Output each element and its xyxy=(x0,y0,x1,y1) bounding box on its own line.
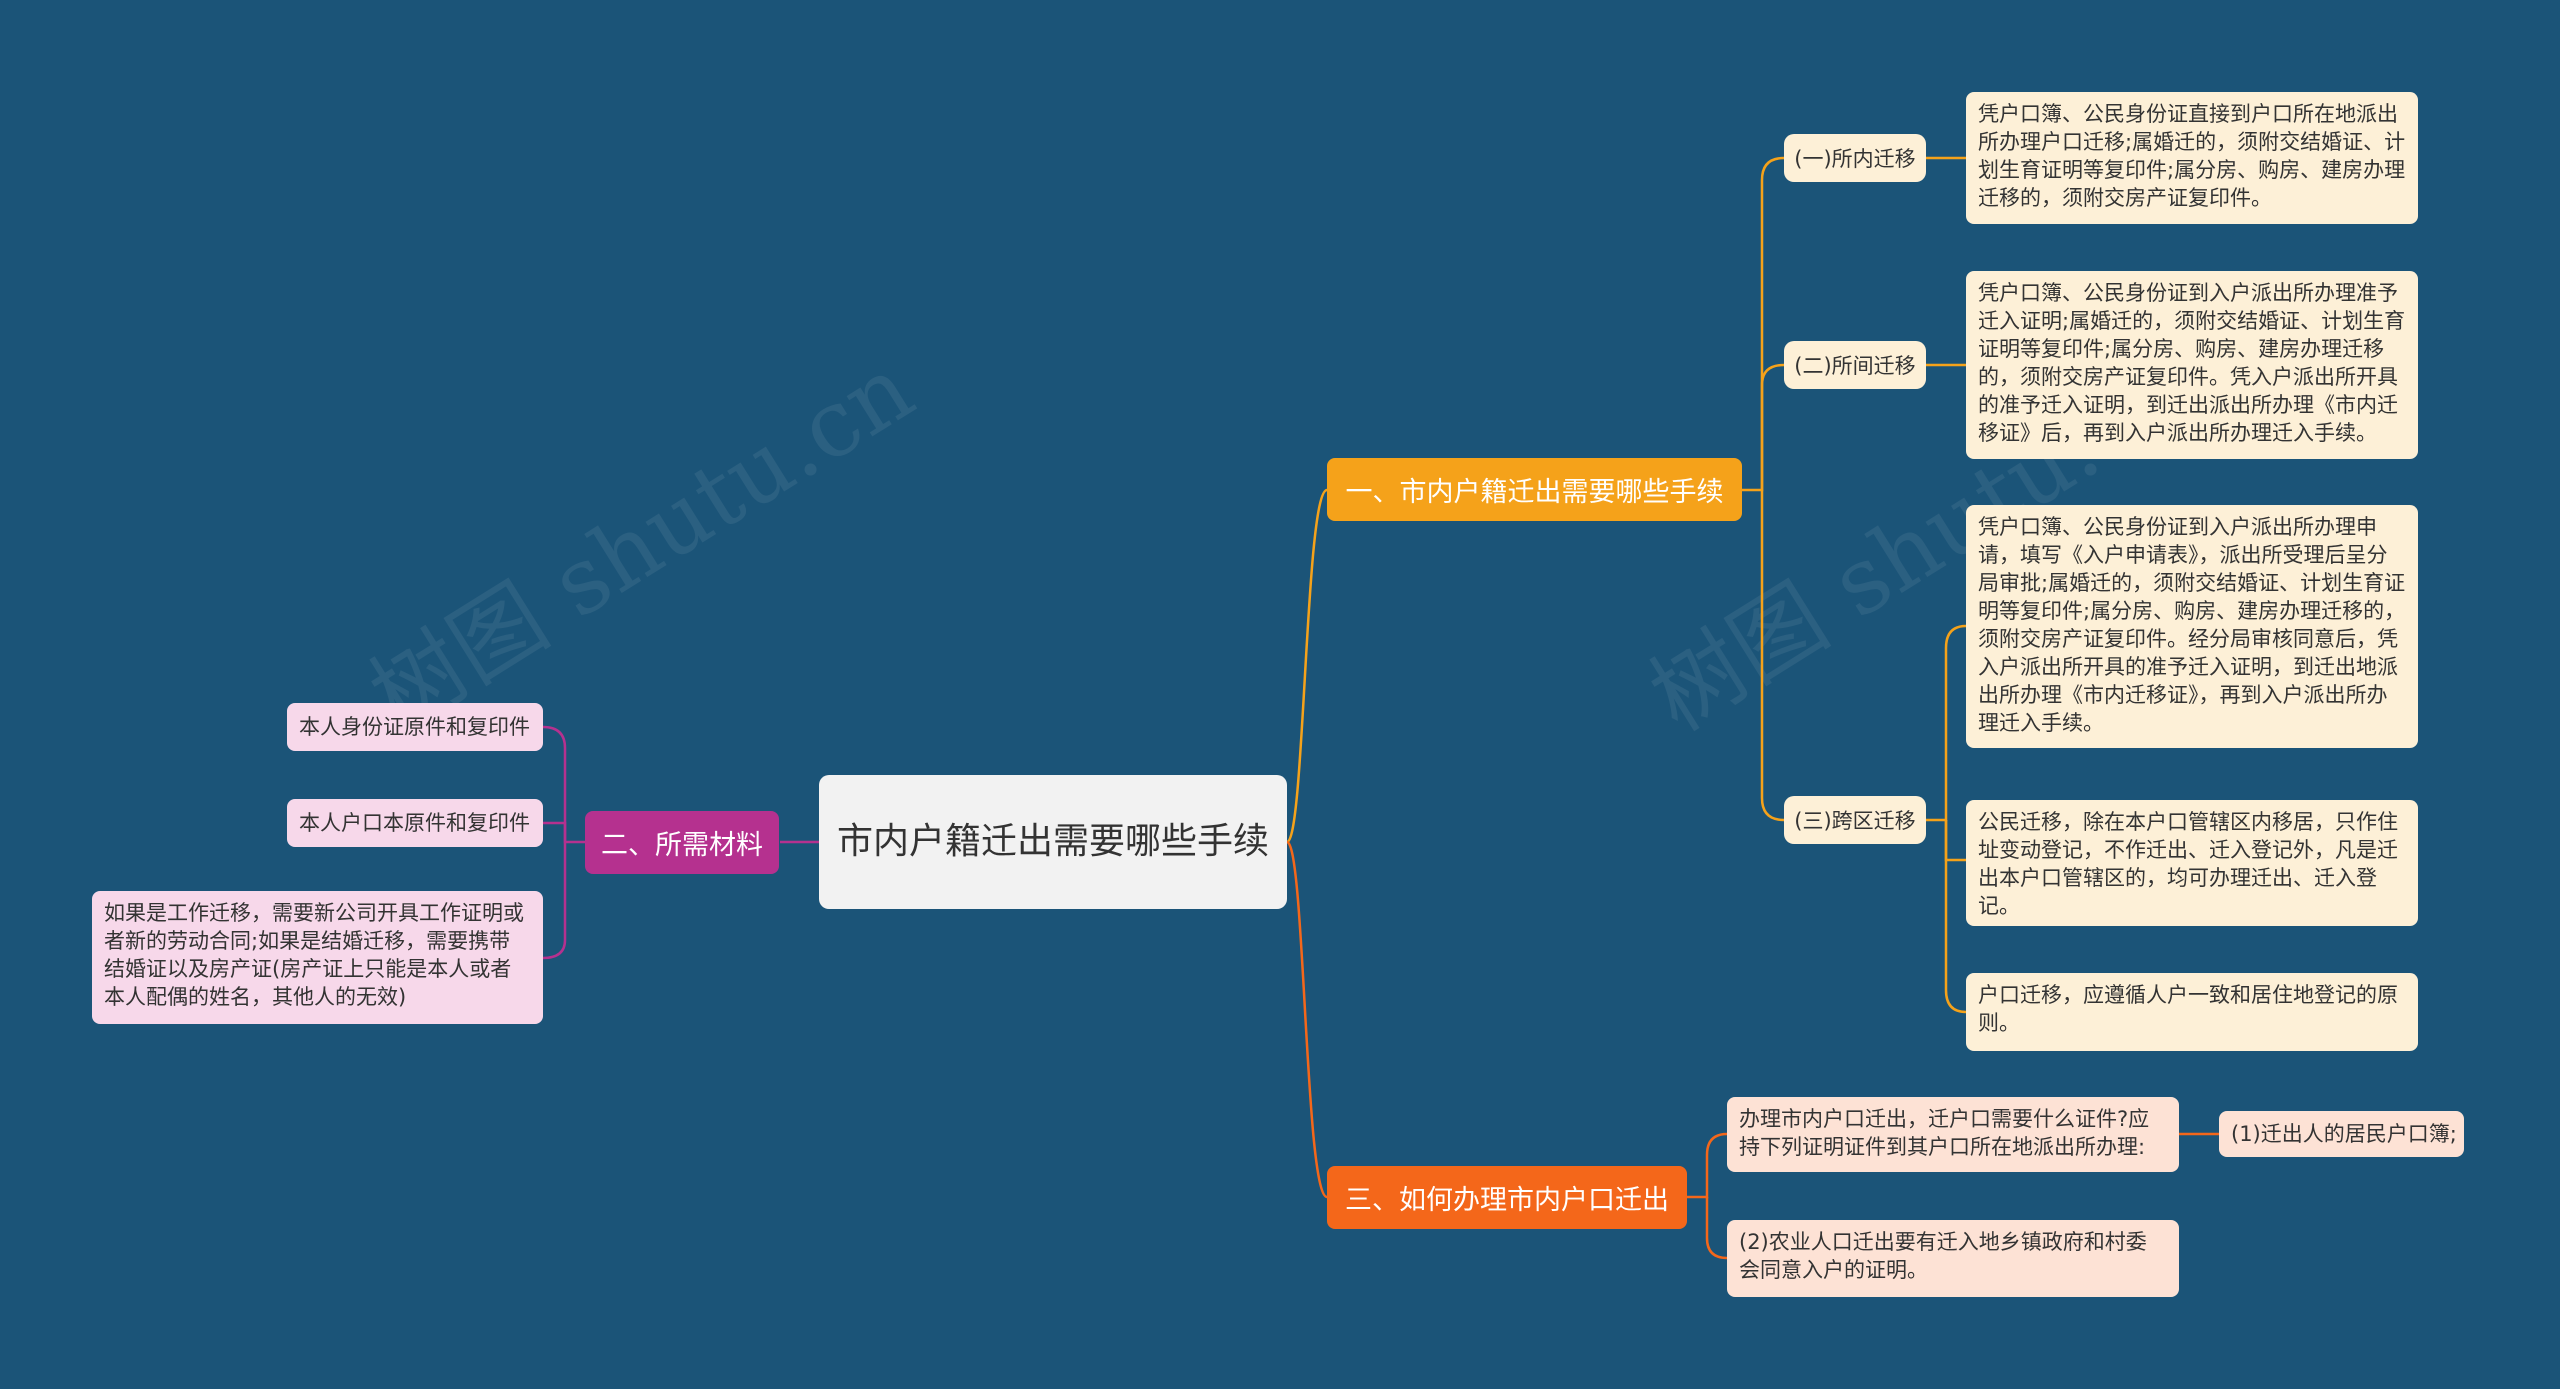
connector-sub3-leaf1 xyxy=(1926,624,1967,822)
connector-center-branch3 xyxy=(1285,840,1329,1199)
leaf-work-marriage-documents[interactable]: 如果是工作迁移，需要新公司开具工作证明或者新的劳动合同;如果是结婚迁移，需要携带… xyxy=(92,891,543,1024)
leaf-id-card[interactable]: 本人身份证原件和复印件 xyxy=(287,703,543,751)
subtopic-cross-district-migration[interactable]: (三)跨区迁移 xyxy=(1784,796,1926,844)
connector-branch2-leaf3 xyxy=(542,842,567,960)
branch-3-topic[interactable]: 三、如何办理市内户口迁出 xyxy=(1327,1166,1687,1229)
leaf-cross-district-registration[interactable]: 公民迁移，除在本户口管辖区内移居，只作住址变动登记，不作迁出、迁入登记外，凡是迁… xyxy=(1966,800,2418,926)
leaf-cross-district-detail[interactable]: 凭户口簿、公民身份证到入户派出所办理申请，填写《入户申请表》，派出所受理后呈分局… xyxy=(1966,505,2418,748)
leaf-intra-station-detail[interactable]: 凭户口簿、公民身份证直接到户口所在地派出所办理户口迁移;属婚迁的，须附交结婚证、… xyxy=(1966,92,2418,224)
connector-branch1-sub3 xyxy=(1760,490,1785,822)
leaf-inter-station-detail[interactable]: 凭户口簿、公民身份证到入户派出所办理准予迁入证明;属婚迁的，须附交结婚证、计划生… xyxy=(1966,271,2418,459)
leaf-agricultural-proof[interactable]: (2)农业人口迁出要有迁入地乡镇政府和村委会同意入户的证明。 xyxy=(1727,1220,2179,1297)
connector-sub3-leaf3 xyxy=(1944,820,1967,1014)
connector-center-branch1 xyxy=(1285,488,1329,844)
connector-branch3-leaf1 xyxy=(1687,1132,1728,1199)
leaf-cross-district-principle[interactable]: 户口迁移，应遵循人户一致和居住地登记的原则。 xyxy=(1966,973,2418,1051)
center-topic[interactable]: 市内户籍迁出需要哪些手续 xyxy=(819,775,1287,909)
leaf-household-register[interactable]: 本人户口本原件和复印件 xyxy=(287,799,543,847)
branch-2-topic[interactable]: 二、所需材料 xyxy=(585,811,779,874)
connector-sub3-leaf2 xyxy=(1944,820,1966,862)
connector-branch1-sub2 xyxy=(1760,363,1785,490)
connector-branch1-sub1 xyxy=(1742,156,1785,492)
subtopic-inter-station-migration[interactable]: (二)所间迁移 xyxy=(1784,341,1926,389)
connector-branch2-leaf1 xyxy=(542,725,585,844)
subtopic-intra-station-migration[interactable]: (一)所内迁移 xyxy=(1784,134,1926,182)
branch-1-topic[interactable]: 一、市内户籍迁出需要哪些手续 xyxy=(1327,458,1742,521)
leaf-household-booklet[interactable]: (1)迁出人的居民户口簿; xyxy=(2219,1111,2464,1157)
leaf-required-documents-intro[interactable]: 办理市内户口迁出，迁户口需要什么证件?应持下列证明证件到其户口所在地派出所办理: xyxy=(1727,1097,2179,1172)
connector-branch2-leaf2 xyxy=(543,821,567,842)
connector-branch3-leaf2 xyxy=(1705,1197,1728,1260)
